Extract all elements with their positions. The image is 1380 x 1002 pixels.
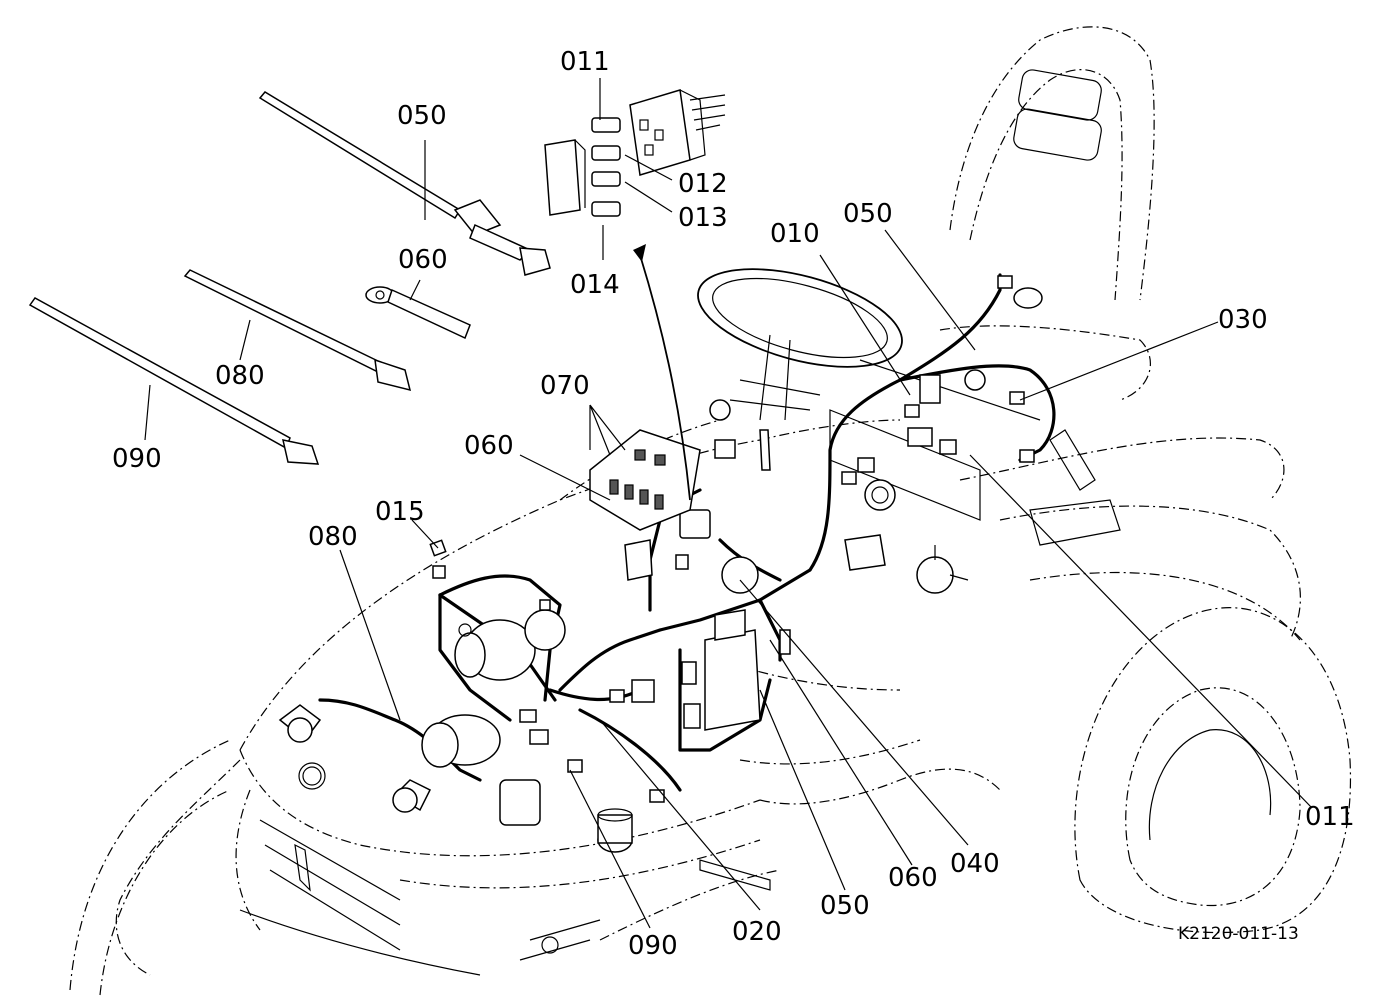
- callout-030: 030: [1218, 305, 1268, 335]
- callout-080-tie: 080: [215, 361, 265, 391]
- callout-060-bottom: 060: [888, 863, 938, 893]
- callout-050-tie: 050: [397, 101, 447, 131]
- callout-011-right: 011: [1305, 802, 1355, 832]
- fuse-013: [591, 171, 621, 187]
- callout-090-bottom: 090: [628, 931, 678, 961]
- electrical-components: [278, 275, 1043, 853]
- leader-lines: [144, 78, 1313, 929]
- callout-014: 014: [570, 270, 620, 300]
- callout-050-right: 050: [843, 199, 893, 229]
- callout-060-terminal: 060: [398, 245, 448, 275]
- fuse-011: [591, 117, 621, 133]
- callout-012: 012: [678, 169, 728, 199]
- callout-090-tie: 090: [112, 444, 162, 474]
- tractor-body-outline: [69, 26, 1352, 996]
- callout-013: 013: [678, 203, 728, 233]
- callout-070: 070: [540, 371, 590, 401]
- cable-tie-090: [28, 297, 291, 450]
- cable-ties: [28, 91, 551, 465]
- callout-060-dash: 060: [464, 431, 514, 461]
- cable-tie-080: [183, 269, 381, 374]
- callout-040: 040: [950, 849, 1000, 879]
- fuse-box-group: [544, 89, 726, 501]
- drawing-code: K2120-011-13: [1178, 924, 1299, 944]
- callout-labels: 011 012 013 014 050 060 080 090 070 060 …: [112, 47, 1355, 961]
- callout-020: 020: [732, 917, 782, 947]
- fuse-012: [591, 145, 621, 161]
- wiring-harness: [318, 273, 1056, 792]
- callout-015: 015: [375, 497, 425, 527]
- callout-080-left: 080: [308, 522, 358, 552]
- fuse-014: [591, 201, 621, 217]
- callout-011-fuse: 011: [560, 47, 610, 77]
- callout-050-bottom: 050: [820, 891, 870, 921]
- callout-010: 010: [770, 219, 820, 249]
